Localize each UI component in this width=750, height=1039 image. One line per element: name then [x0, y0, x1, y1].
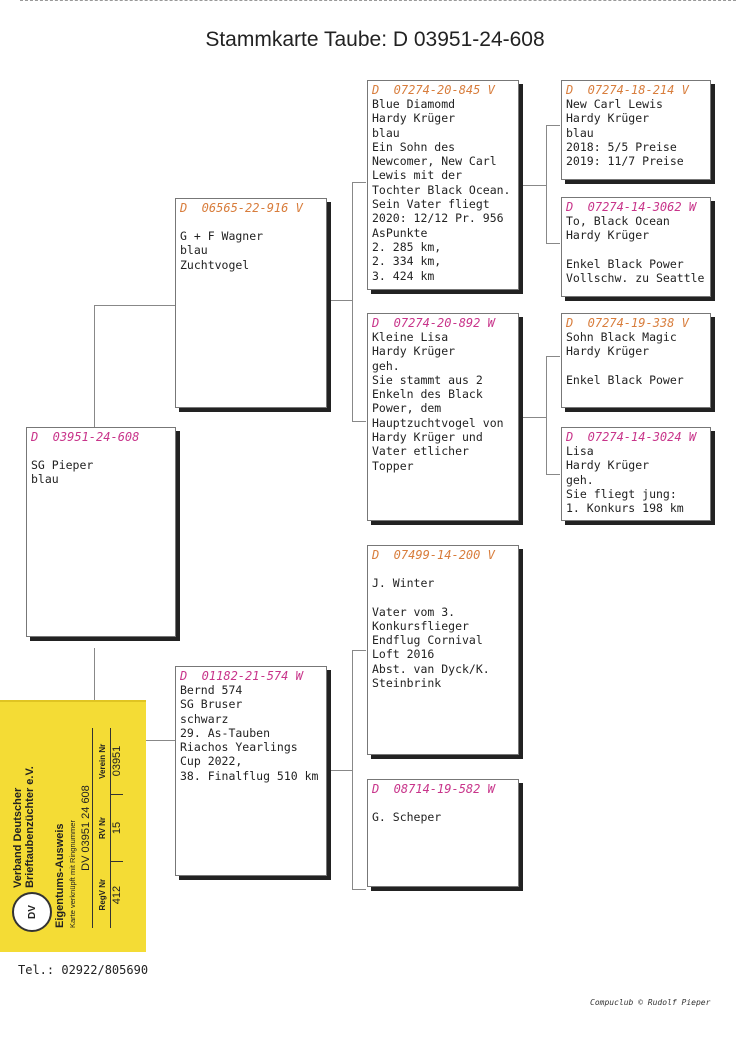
connector — [546, 356, 547, 474]
page-title: Stammkarte Taube: D 03951-24-608 — [205, 28, 545, 51]
ring-number: D 08714-19-582 W — [372, 782, 495, 796]
footer-credit: Compuclub © Rudolf Pieper — [590, 998, 711, 1007]
ring-number: D 07274-14-3024 W — [566, 430, 697, 444]
pedigree-card-father: D 06565-22-916 V G + F Wagner blau Zucht… — [175, 198, 327, 408]
ausweis-subtitle: Karte verknüpft mit Ringnummer — [68, 820, 77, 928]
card-text: To, Black Ocean Hardy Krüger Enkel Black… — [566, 214, 705, 286]
card-text: New Carl Lewis Hardy Krüger blau 2018: 5… — [566, 97, 684, 169]
connector — [546, 125, 547, 243]
ring-number: D 07274-19-338 V — [566, 316, 689, 330]
connector — [546, 125, 560, 126]
connector — [546, 356, 560, 357]
card-text: J. Winter Vater vom 3. Konkursflieger En… — [372, 576, 490, 691]
connector — [94, 648, 95, 700]
ring-number: D 06565-22-916 V — [180, 201, 303, 215]
pedigree-card-mother: D 01182-21-574 W Bernd 574 SG Bruser sch… — [175, 666, 327, 876]
telephone-text: Tel.: 02922/805690 — [18, 963, 149, 977]
connector — [546, 474, 560, 475]
ausweis-values: 412 15 03951 — [110, 728, 123, 928]
ring-number: D 07499-14-200 V — [372, 548, 495, 562]
pedigree-card-mm: D 08714-19-582 W G. Scheper — [367, 779, 519, 887]
connector — [330, 300, 352, 301]
card-text: G + F Wagner blau Zuchtvogel — [180, 229, 264, 272]
top-edge — [20, 0, 736, 1]
pedigree-card-mf: D 07499-14-200 V J. Winter Vater vom 3. … — [367, 545, 519, 755]
pedigree-card-ff: D 07274-20-845 V Blue Diamomd Hardy Krüg… — [367, 80, 519, 290]
connector — [522, 185, 546, 186]
ring-number: D 03951-24-608 — [31, 430, 140, 444]
card-text: Blue Diamomd Hardy Krüger blau Ein Sohn … — [372, 97, 511, 283]
ausweis-ring: DV 03951 24 608 — [80, 728, 93, 928]
ring-number: D 07274-18-214 V — [566, 83, 689, 97]
card-text: SG Pieper blau — [31, 458, 94, 487]
pedigree-card-fmm: D 07274-14-3024 W Lisa Hardy Krüger geh.… — [561, 427, 711, 521]
connector — [352, 182, 353, 422]
connector — [546, 243, 560, 244]
connector — [352, 421, 366, 422]
card-text: Kleine Lisa Hardy Krüger geh. Sie stammt… — [372, 330, 504, 473]
card-text: Lisa Hardy Krüger geh. Sie fliegt jung: … — [566, 444, 684, 516]
pedigree-card-root: D 03951-24-608 SG Pieper blau — [26, 427, 176, 637]
header-rv: RV Nr — [98, 816, 107, 840]
connector — [94, 305, 176, 306]
header-verein: Verein Nr — [98, 743, 107, 779]
card-text: Sohn Black Magic Hardy Krüger Enkel Blac… — [566, 330, 684, 387]
dv-logo-icon: DV — [12, 892, 52, 932]
ausweis-content: DV Verband Deutscher Brieftaubenzüchter … — [12, 717, 134, 932]
ring-number: D 01182-21-574 W — [180, 669, 303, 683]
ring-number: D 07274-20-845 V — [372, 83, 495, 97]
pedigree-card-fmf: D 07274-19-338 V Sohn Black Magic Hardy … — [561, 313, 711, 408]
connector — [522, 417, 546, 418]
ausweis-org: Verband Deutscher Brieftaubenzüchter e.V… — [12, 766, 36, 888]
pedigree-card-fff: D 07274-18-214 V New Carl Lewis Hardy Kr… — [561, 80, 711, 180]
ausweis-headers: RegV Nr RV Nr Verein Nr — [98, 728, 107, 928]
connector — [94, 305, 95, 428]
value-verein: 03951 — [111, 745, 123, 777]
connector — [352, 182, 366, 183]
card-text: Bernd 574 SG Bruser schwarz 29. As-Taube… — [180, 683, 319, 783]
connector — [352, 650, 353, 890]
card-text: G. Scheper — [372, 810, 442, 824]
connector — [330, 770, 352, 771]
ring-number: D 07274-20-892 W — [372, 316, 495, 330]
eigentums-ausweis-card: DV Verband Deutscher Brieftaubenzüchter … — [0, 700, 146, 952]
ausweis-title: Eigentums-Ausweis — [54, 823, 66, 928]
header-regv: RegV Nr — [98, 878, 107, 911]
connector — [352, 889, 366, 890]
connector — [352, 650, 366, 651]
pedigree-card-fm: D 07274-20-892 W Kleine Lisa Hardy Krüge… — [367, 313, 519, 521]
pedigree-card-ffm: D 07274-14-3062 W To, Black Ocean Hardy … — [561, 197, 711, 297]
value-regv: 412 — [111, 861, 123, 928]
ring-number: D 07274-14-3062 W — [566, 200, 697, 214]
value-rv: 15 — [111, 794, 123, 861]
